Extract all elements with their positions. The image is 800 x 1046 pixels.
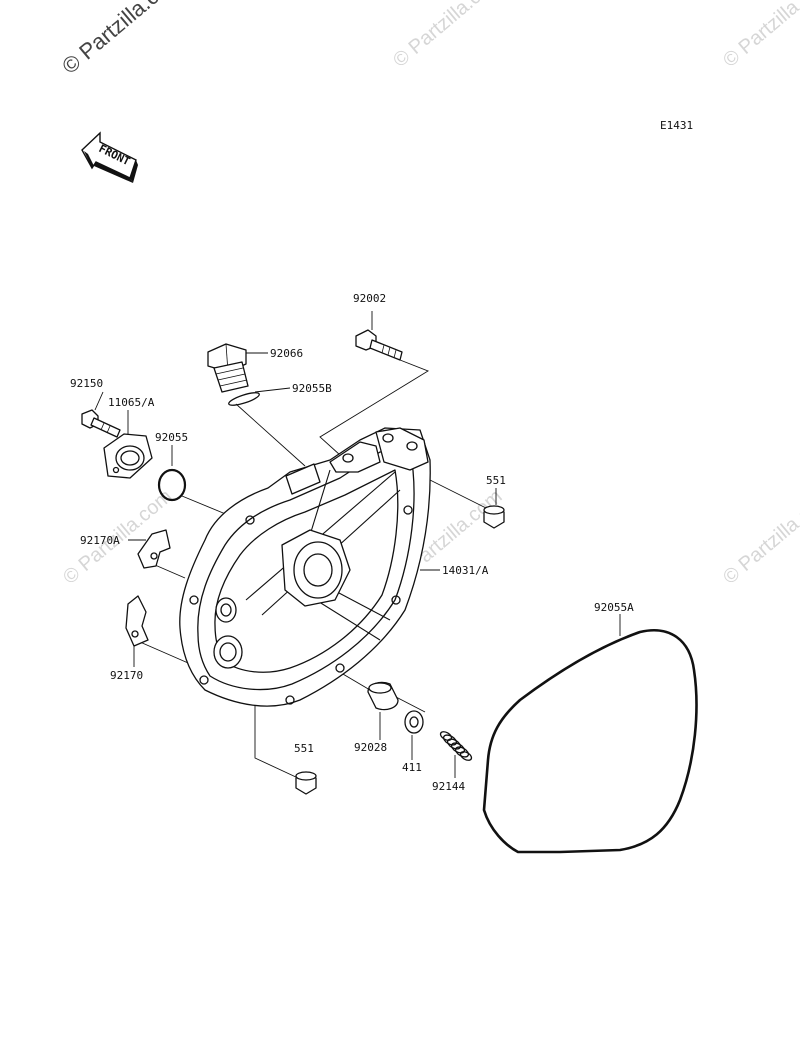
engine-cover-14031a-icon	[179, 427, 431, 707]
bolt-92002-icon	[355, 329, 403, 361]
watermark-main: © Partzilla.com	[57, 0, 187, 79]
label-92055: 92055	[155, 431, 188, 444]
dowel-551-right-icon	[483, 505, 505, 529]
label-11065a: 11065/A	[108, 396, 155, 409]
label-92002: 92002	[353, 292, 386, 305]
plug-92066-icon	[207, 343, 249, 393]
oring-92055b-icon	[228, 392, 260, 406]
label-92170a: 92170A	[80, 534, 120, 547]
label-92144: 92144	[432, 780, 465, 793]
clamp-92170a-icon	[137, 529, 171, 569]
label-92066: 92066	[270, 347, 303, 360]
front-arrow-icon: FRONT	[81, 131, 138, 183]
label-92150: 92150	[70, 377, 103, 390]
bushing-92028-icon	[367, 681, 399, 711]
bolt-92150-icon	[81, 409, 121, 438]
label-92170: 92170	[110, 669, 143, 682]
label-92055b: 92055B	[292, 382, 332, 395]
label-551-bottom: 551	[294, 742, 314, 755]
watermark-top-right: © Partzilla.com	[719, 0, 800, 72]
watermark-top-center: © Partzilla.com	[389, 0, 506, 72]
spring-92144-icon	[439, 731, 473, 761]
washer-411-icon	[404, 710, 424, 734]
label-551-right: 551	[486, 474, 506, 487]
label-92028: 92028	[354, 741, 387, 754]
label-14031a: 14031/A	[442, 564, 489, 577]
diagram-code: E1431	[660, 119, 693, 132]
label-92055a: 92055A	[594, 601, 634, 614]
cover-11065a-icon	[103, 433, 153, 479]
watermark-mid-right: © Partzilla.com	[719, 485, 800, 588]
clamp-92170-icon	[125, 595, 149, 647]
gasket-92055a-icon	[482, 629, 698, 854]
dowel-551-bottom-icon	[295, 771, 317, 795]
label-411: 411	[402, 761, 422, 774]
oring-92055-icon	[157, 468, 187, 502]
